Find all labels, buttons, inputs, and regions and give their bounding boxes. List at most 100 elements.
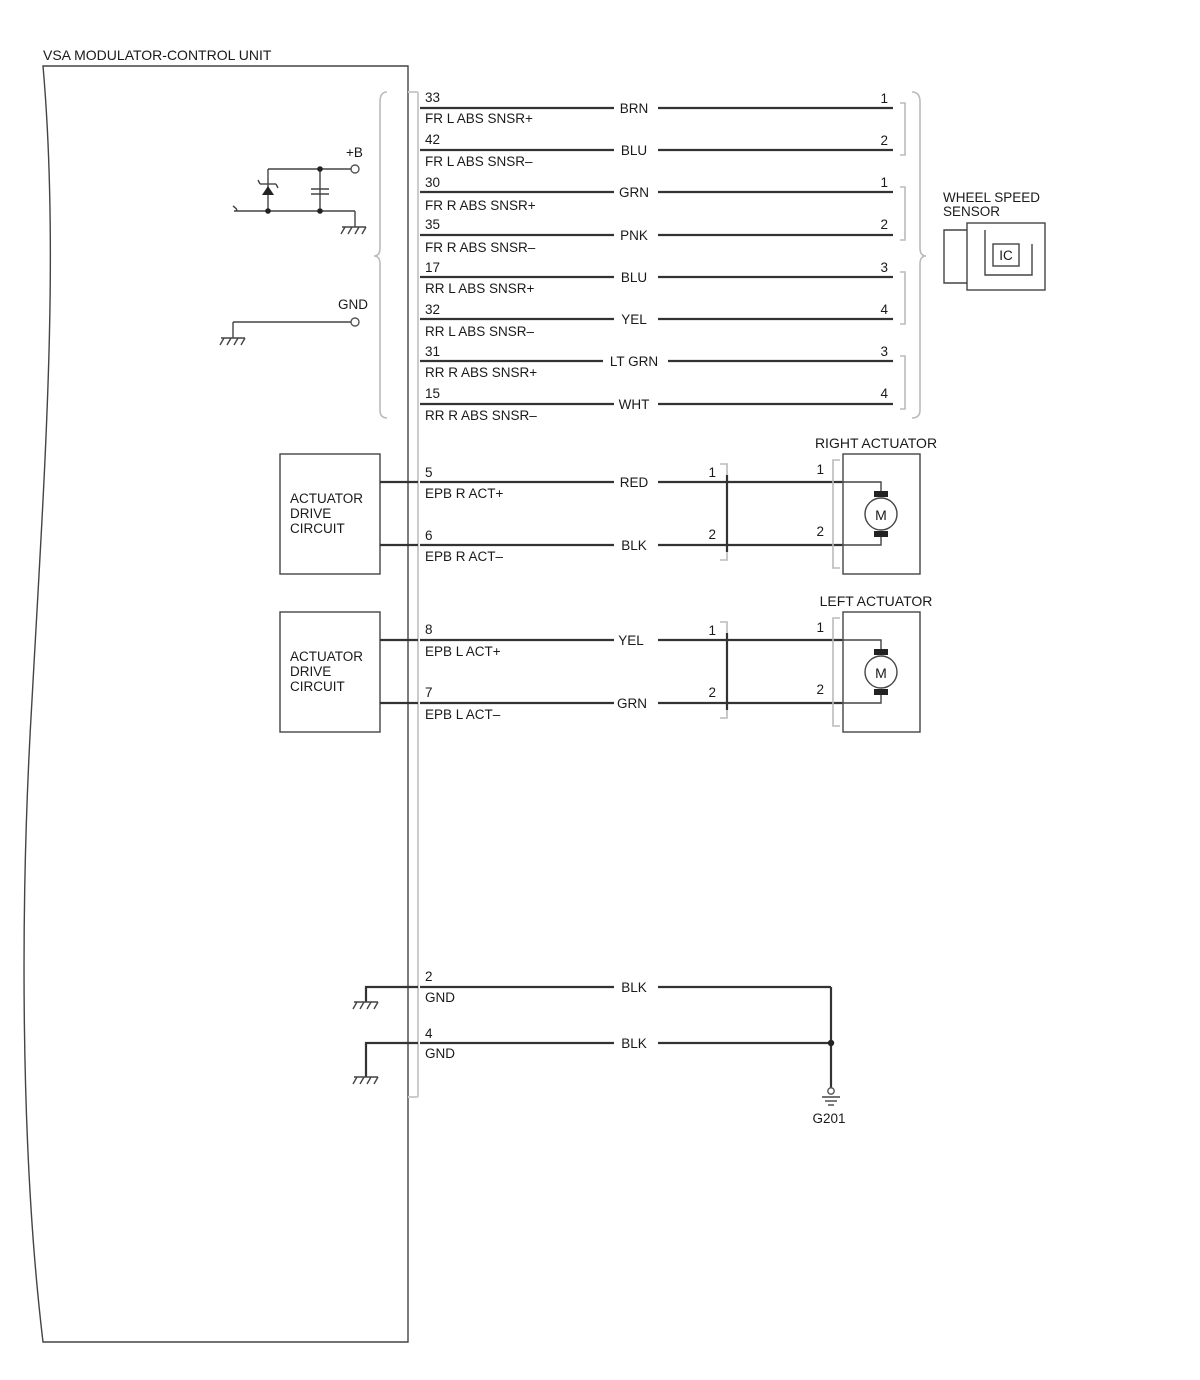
wire-color: WHT (619, 397, 650, 412)
wire-color: BLU (621, 143, 647, 158)
wire-color: BRN (620, 101, 649, 116)
internal-supply-circuit: +B GND (219, 91, 388, 419)
right-actuator-group: ACTUATOR DRIVE CIRCUIT 5 EPB R ACT+ RED … (279, 435, 937, 575)
gnd-terminal (350, 317, 360, 327)
ic-label: IC (999, 248, 1013, 263)
signal-name: EPB R ACT– (425, 549, 504, 564)
pin-number: 7 (425, 685, 433, 700)
left-actuator-group: ACTUATOR DRIVE CIRCUIT 8 EPB L ACT+ YEL … (279, 593, 933, 733)
wheel-sensor-title: SENSOR (943, 204, 1000, 219)
wire-color: YEL (621, 312, 647, 327)
control-unit: VSA MODULATOR-CONTROL UNIT (23, 47, 419, 1343)
terminal-number: 1 (816, 620, 824, 635)
wire-color: RED (620, 475, 649, 490)
pin-number: 15 (425, 386, 440, 401)
chassis-ground-icon (340, 226, 367, 235)
actuator-wire: 8 EPB L ACT+ YEL 1 1 (420, 620, 842, 659)
wheel-sensor-bracket (911, 91, 927, 419)
terminal-number: 4 (880, 386, 888, 401)
sensor-circuit-bracket (373, 91, 388, 419)
wire-color: BLU (621, 270, 647, 285)
signal-name: RR L ABS SNSR– (425, 324, 535, 339)
signal-name: GND (425, 1046, 455, 1061)
terminal-number: 1 (880, 175, 888, 190)
motor-icon (864, 497, 898, 531)
pin-number: 42 (425, 132, 440, 147)
signal-name: EPB L ACT+ (425, 644, 501, 659)
motor-label: M (875, 665, 887, 681)
pin-number: 30 (425, 175, 440, 190)
zener-diode-icon (262, 186, 274, 195)
plus-b-label: +B (346, 145, 363, 160)
signal-name: GND (425, 990, 455, 1005)
actuator-title: LEFT ACTUATOR (820, 593, 933, 609)
terminal-number: 2 (880, 217, 888, 232)
pin-number: 4 (425, 1026, 433, 1041)
connector-pin: 2 (708, 685, 716, 700)
signal-name: FR R ABS SNSR– (425, 240, 536, 255)
sensor-wire: 31 RR R ABS SNSR+ LT GRN 3 (420, 344, 893, 380)
terminal-number: 3 (880, 344, 888, 359)
signal-name: FR R ABS SNSR+ (425, 198, 536, 213)
plus-b-terminal (350, 164, 360, 174)
drive-circuit-label: CIRCUIT (290, 679, 345, 694)
sensor-wire: 30 FR R ABS SNSR+ GRN 1 (420, 175, 893, 213)
signal-name: FR L ABS SNSR+ (425, 111, 533, 126)
terminal-number: 1 (880, 91, 888, 106)
connector-rr-right (900, 355, 906, 410)
wire-color: LT GRN (610, 354, 658, 369)
pin-number: 5 (425, 465, 433, 480)
terminal-number: 2 (816, 524, 824, 539)
wire-color: BLK (621, 1036, 647, 1051)
ground-wire: 2 GND BLK (420, 969, 831, 1005)
wheel-sensor-title: WHEEL SPEED (943, 190, 1040, 205)
connector-pin: 1 (708, 623, 716, 638)
actuator-wire: 7 EPB L ACT– GRN 2 2 (420, 682, 842, 722)
signal-name: RR R ABS SNSR– (425, 408, 537, 423)
pin-number: 35 (425, 217, 440, 232)
ground-point-icon (822, 1096, 840, 1106)
terminal-number: 3 (880, 260, 888, 275)
motor-label: M (875, 507, 887, 523)
chassis-ground-icon (352, 1001, 379, 1010)
signal-name: RR R ABS SNSR+ (425, 365, 537, 380)
gnd-label: GND (338, 297, 368, 312)
chassis-ground-icon (219, 337, 246, 346)
connector-rr-left (900, 271, 906, 325)
sensor-wire: 42 FR L ABS SNSR– BLU 2 (420, 132, 893, 169)
signal-name: EPB L ACT– (425, 707, 501, 722)
control-unit-title: VSA MODULATOR-CONTROL UNIT (43, 47, 272, 63)
wheel-sensor-connectors (900, 91, 927, 419)
actuator-wire: 6 EPB R ACT– BLK 2 2 (420, 524, 842, 564)
wire-color: YEL (618, 633, 644, 648)
pin-number: 8 (425, 622, 433, 637)
drive-circuit-label: CIRCUIT (290, 521, 345, 536)
drive-circuit-label: DRIVE (290, 506, 331, 521)
wire-color: BLK (621, 980, 647, 995)
sensor-wire: 15 RR R ABS SNSR– WHT 4 (420, 386, 893, 423)
connector-pin: 2 (708, 527, 716, 542)
actuator-connector (832, 617, 840, 727)
sensor-wire: 35 FR R ABS SNSR– PNK 2 (420, 217, 893, 255)
ic-chip (992, 243, 1020, 267)
terminal-number: 1 (816, 462, 824, 477)
wire-color: GRN (617, 696, 647, 711)
control-unit-outline (23, 65, 409, 1343)
actuator-drive-circuit (279, 611, 381, 733)
actuator-wire: 5 EPB R ACT+ RED 1 1 (420, 462, 842, 501)
sensor-wire: 33 FR L ABS SNSR+ BRN 1 (420, 90, 893, 126)
pin-number: 31 (425, 344, 440, 359)
signal-name: EPB R ACT+ (425, 486, 504, 501)
connector-pin: 1 (708, 465, 716, 480)
pin-number: 6 (425, 528, 433, 543)
terminal-number: 2 (880, 133, 888, 148)
pin-number: 32 (425, 302, 440, 317)
actuator-title: RIGHT ACTUATOR (815, 435, 937, 451)
ground-wires: 2 GND BLK 4 GND BLK G201 (352, 969, 846, 1126)
pin-number: 17 (425, 260, 440, 275)
connector-fr-right (900, 186, 906, 241)
wheel-sensor-connector (943, 229, 967, 284)
drive-circuit-label: ACTUATOR (290, 649, 363, 664)
actuator-connector (832, 459, 840, 569)
ground-point-label: G201 (812, 1111, 845, 1126)
